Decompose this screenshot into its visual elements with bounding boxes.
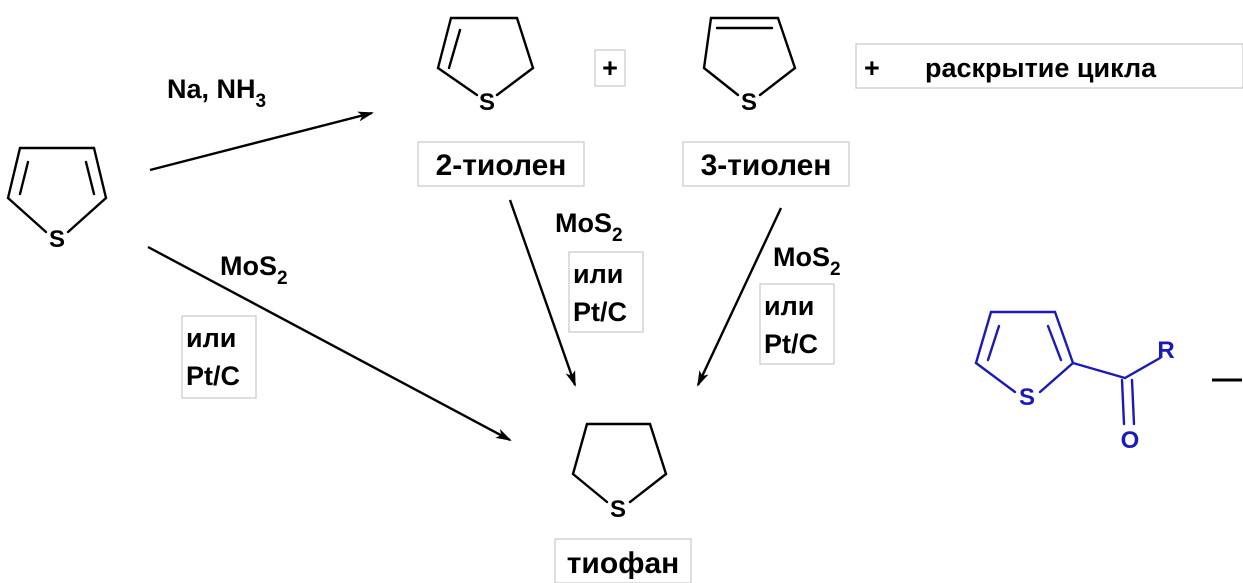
three-thiolene-label-box xyxy=(682,141,850,187)
two-catalyst-box xyxy=(568,251,644,333)
reduction-reagent: Na, NH3 xyxy=(167,74,266,112)
direct-catalyst-main: MoS2 xyxy=(220,251,288,289)
acyl-thiophene-molecule: S R O xyxy=(974,310,1175,454)
two-catalyst-main: MoS2 xyxy=(555,208,623,246)
plus-sign-2: + xyxy=(864,53,880,83)
three-catalyst-or: или xyxy=(764,291,814,321)
ring-opening-label: раскрытие цикла xyxy=(925,53,1157,83)
two-thiolene-label: 2-тиолен xyxy=(436,149,567,182)
direct-catalyst-or: или xyxy=(186,323,236,353)
three-catalyst-ptc: Pt/C xyxy=(764,329,818,359)
acyl-thiophene-oxygen-atom: O xyxy=(1121,427,1140,454)
plus-box-1 xyxy=(594,49,626,87)
thiophane-molecule: S xyxy=(571,422,668,523)
two-thiolene-molecule: S xyxy=(436,16,535,116)
direct-catalyst-ptc: Pt/C xyxy=(186,361,240,391)
three-thiolene-sulfur-atom: S xyxy=(741,89,757,116)
two-thiolene-hydrogenation-arrow xyxy=(508,199,577,387)
direct-hydrogenation-arrow xyxy=(147,245,512,442)
thiophane-label: тиофан xyxy=(567,547,680,580)
thiophane-label-box xyxy=(554,538,692,583)
two-catalyst-ptc: Pt/C xyxy=(573,297,627,327)
thiophene-molecule: S xyxy=(6,146,108,253)
two-catalyst-or: или xyxy=(573,259,623,289)
reduction-arrow xyxy=(149,111,374,172)
acyl-thiophene-sulfur-atom: S xyxy=(1019,384,1035,411)
three-thiolene-hydrogenation-arrow xyxy=(696,207,783,387)
three-thiolene-label: 3-тиолен xyxy=(701,149,832,182)
direct-catalyst-box xyxy=(181,315,257,399)
three-catalyst-main: MoS2 xyxy=(773,242,841,280)
trailing-dash: — xyxy=(1212,362,1242,395)
ring-opening-box xyxy=(855,43,1243,89)
three-thiolene-molecule: S xyxy=(702,16,797,116)
thiophene-sulfur-atom: S xyxy=(49,226,65,253)
three-catalyst-box xyxy=(759,283,835,365)
two-thiolene-sulfur-atom: S xyxy=(479,89,495,116)
two-thiolene-label-box xyxy=(417,141,585,187)
thiophane-sulfur-atom: S xyxy=(610,496,626,523)
acyl-thiophene-r-group: R xyxy=(1157,337,1174,364)
plus-sign-1: + xyxy=(602,53,618,83)
